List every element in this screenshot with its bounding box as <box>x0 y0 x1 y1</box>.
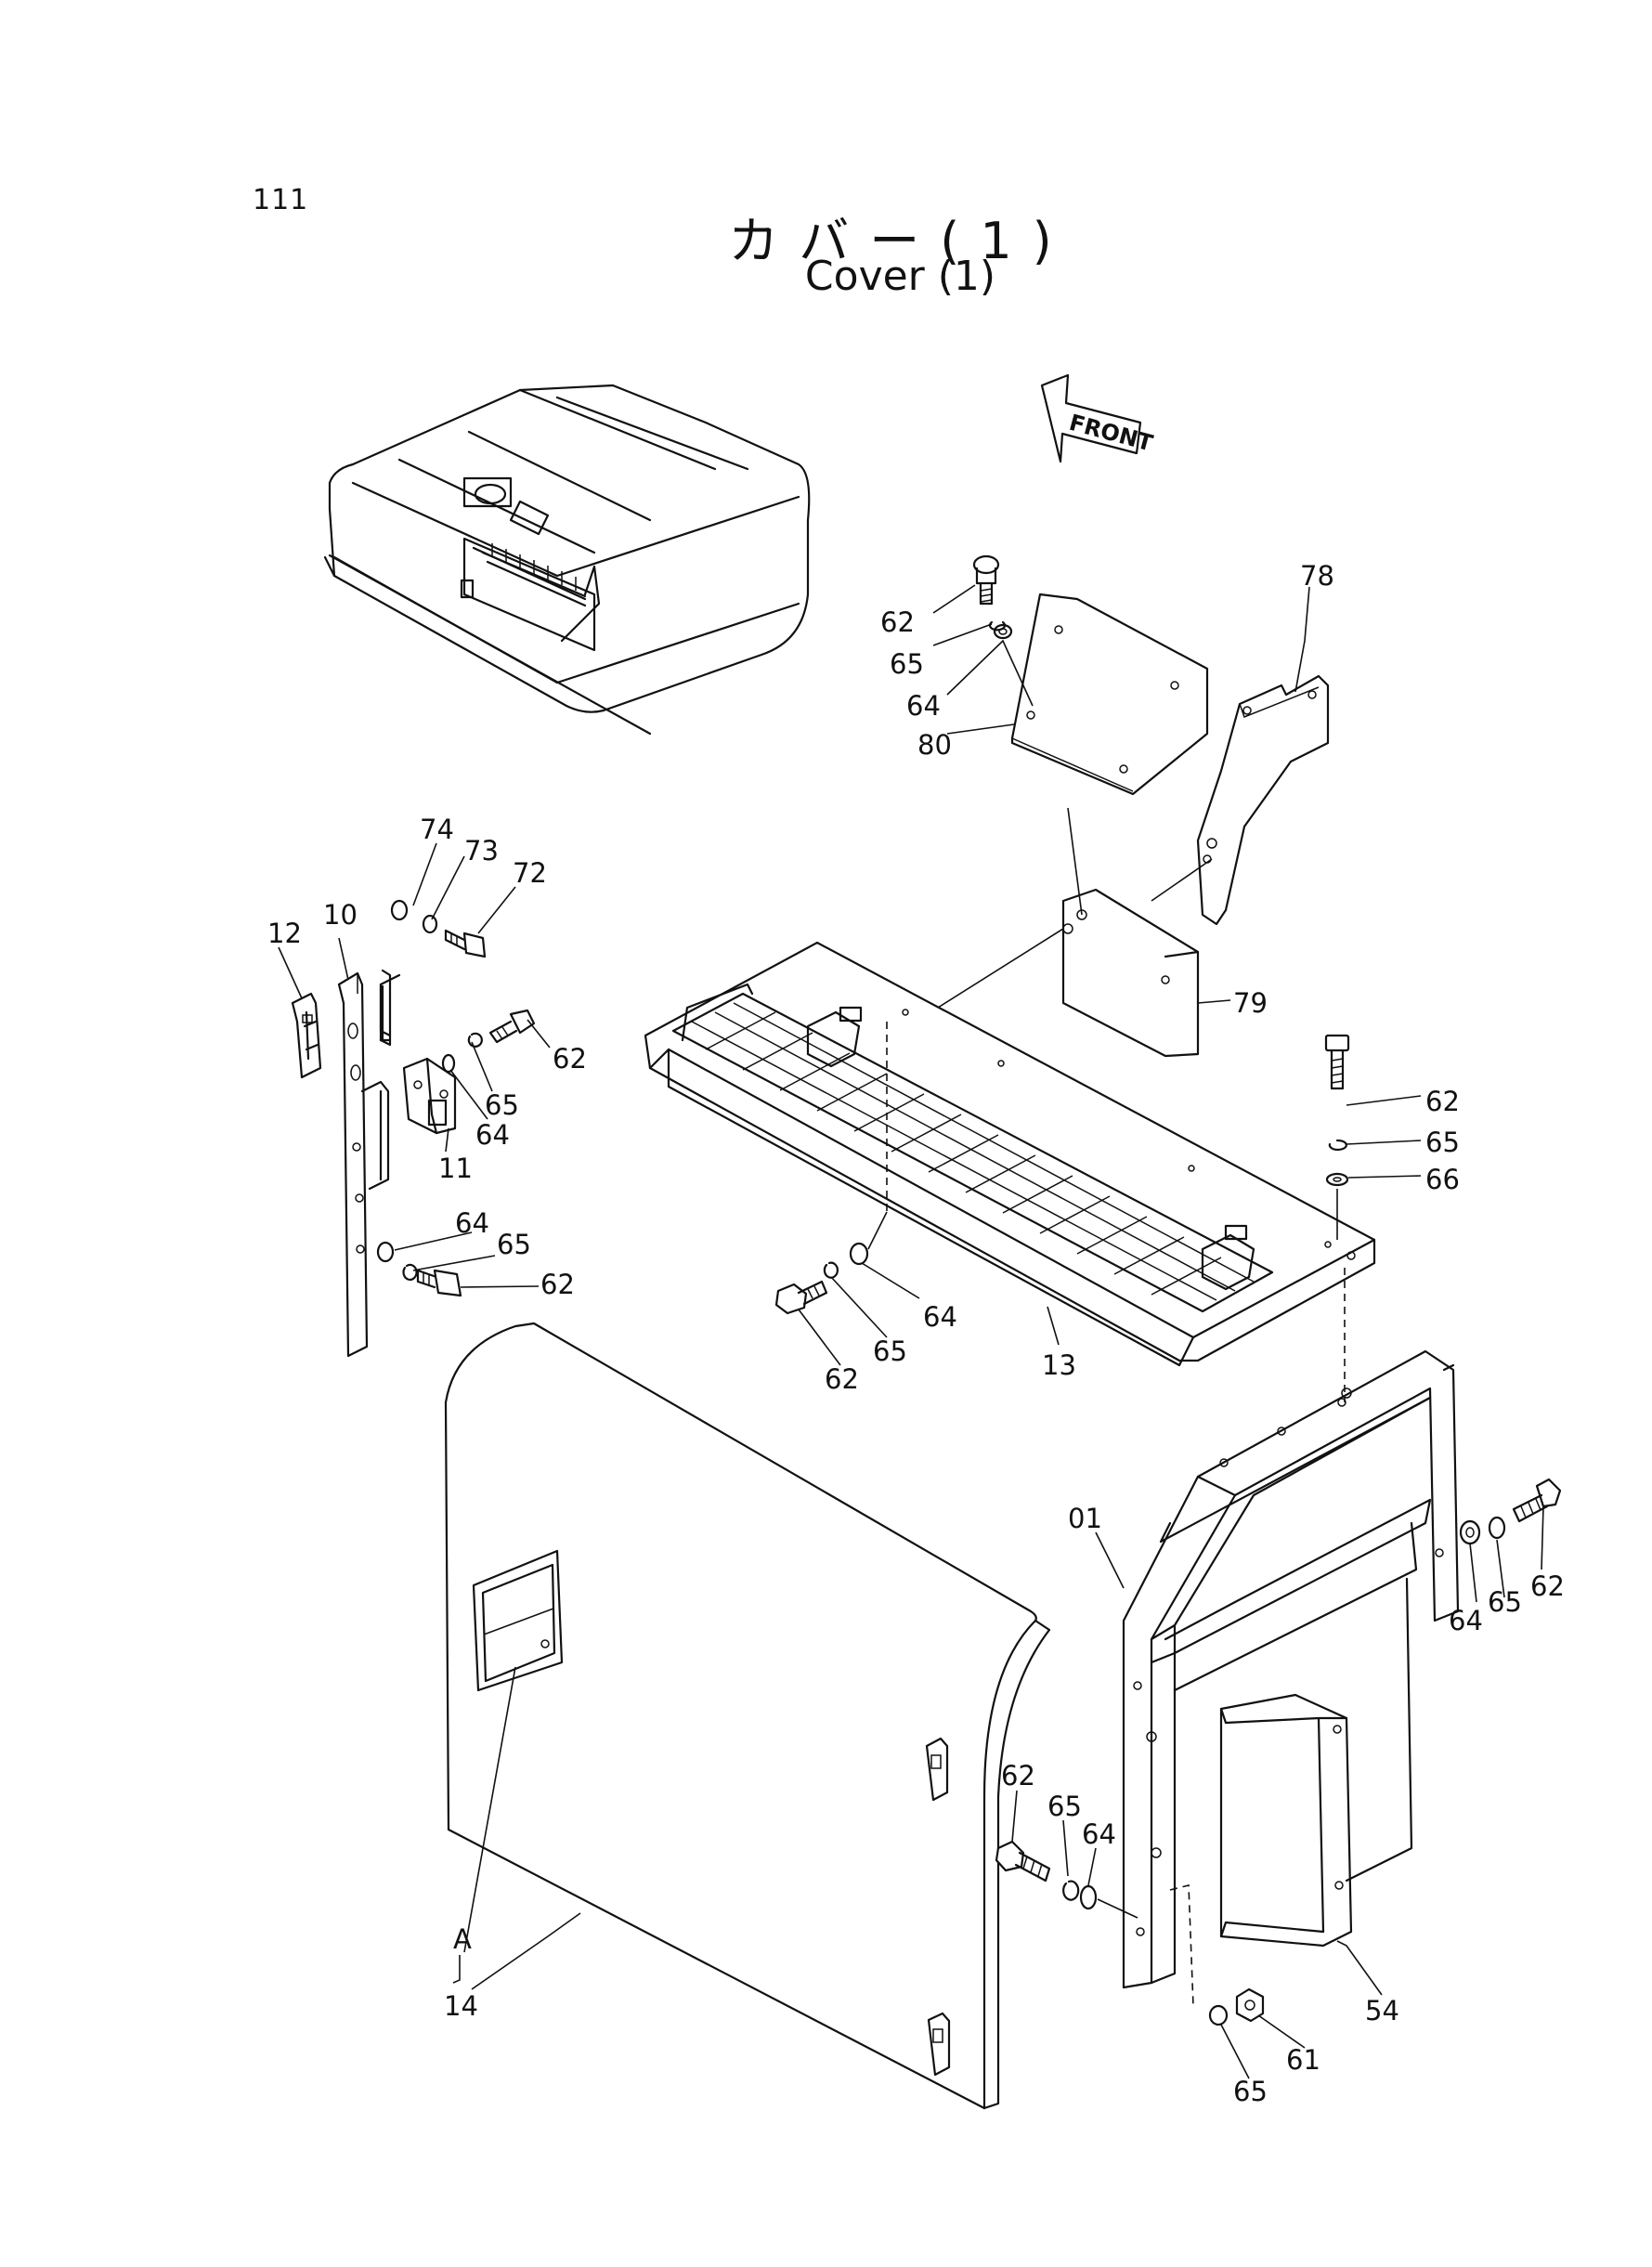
label-65: 65 <box>1233 2076 1268 2107</box>
washer-66 <box>1325 1172 1349 1187</box>
label-64: 64 <box>455 1207 489 1239</box>
label-A: A <box>453 1923 472 1955</box>
machine-overview <box>323 384 811 736</box>
washer-65-lower-left <box>402 1263 418 1281</box>
part-labels: 78 62 65 64 80 79 74 73 72 12 10 62 65 6… <box>267 560 1565 2107</box>
label-62: 62 <box>1425 1086 1460 1117</box>
label-62: 62 <box>825 1363 859 1395</box>
label-80: 80 <box>917 729 952 761</box>
bolt-62-far-right <box>1512 1478 1562 1523</box>
label-79: 79 <box>1233 987 1268 1019</box>
label-65: 65 <box>890 648 924 680</box>
part-80-plate <box>1010 593 1209 796</box>
label-10: 10 <box>323 899 358 931</box>
washer-64-far-right-hole <box>1465 1527 1475 1538</box>
bolt-62-left <box>488 1009 536 1044</box>
label-64: 64 <box>1082 1818 1116 1850</box>
washer-64-center <box>849 1242 869 1266</box>
label-65: 65 <box>1488 1586 1522 1618</box>
washer-64-lower-left <box>376 1241 395 1263</box>
washer-65-bottom <box>1208 2004 1229 2026</box>
label-62: 62 <box>1530 1570 1565 1602</box>
washer-65-far-right <box>1488 1516 1506 1540</box>
part-12-latch <box>291 992 322 1079</box>
label-54: 54 <box>1365 1995 1399 2026</box>
bracket-flange <box>379 983 392 1037</box>
label-73: 73 <box>464 835 499 866</box>
part-79-plate <box>937 807 1213 1058</box>
washer-64-left <box>441 1053 456 1074</box>
label-65: 65 <box>485 1089 519 1121</box>
washer-65-left <box>467 1032 483 1048</box>
label-65: 65 <box>873 1335 907 1367</box>
washer-73 <box>422 914 438 934</box>
washer-64-far-right <box>1459 1519 1481 1545</box>
label-62: 62 <box>540 1269 575 1300</box>
front-label: FRONT <box>1066 410 1155 457</box>
label-01: 01 <box>1068 1503 1102 1534</box>
label-11: 11 <box>438 1153 473 1184</box>
washer-64-top <box>993 623 1013 640</box>
label-13: 13 <box>1042 1349 1076 1381</box>
label-64: 64 <box>1449 1605 1483 1636</box>
part-11-latch <box>402 1057 457 1135</box>
washer-64-door <box>1079 1884 1098 1910</box>
front-arrow-icon: FRONT <box>1040 373 1156 463</box>
bolt-62-top <box>972 554 1000 606</box>
label-12: 12 <box>267 918 302 949</box>
label-64: 64 <box>923 1301 957 1333</box>
page-number: 111 <box>253 184 309 216</box>
label-78: 78 <box>1300 560 1334 592</box>
label-14: 14 <box>444 1990 478 2022</box>
label-62: 62 <box>553 1043 587 1075</box>
part-13-grating-cover <box>644 941 1376 1367</box>
bolt-62-door <box>995 1840 1051 1883</box>
part-01-frame <box>1122 1349 1460 2007</box>
part-54-cover <box>1219 1693 1353 1948</box>
washer-65-center <box>823 1261 839 1279</box>
washer-66-hole <box>1333 1177 1342 1182</box>
title-english: Cover (1) <box>804 253 996 300</box>
bolt-62-lower-left <box>416 1269 462 1297</box>
washer-65-door <box>1062 1880 1080 1901</box>
bracket-flange-3 <box>379 969 392 1047</box>
bolt-62-right <box>1324 1034 1350 1090</box>
part-78-bracket <box>1196 674 1330 926</box>
label-72: 72 <box>513 857 547 889</box>
label-65: 65 <box>497 1229 531 1260</box>
label-62: 62 <box>880 606 915 638</box>
label-64: 64 <box>906 690 941 722</box>
part-14-door-panel <box>444 1322 1051 2110</box>
title-japanese: カバー(1) <box>728 212 1073 270</box>
label-64: 64 <box>475 1119 510 1151</box>
label-74: 74 <box>420 814 454 845</box>
label-61: 61 <box>1286 2044 1320 2076</box>
label-65: 65 <box>1425 1127 1460 1158</box>
washer-74 <box>390 899 409 921</box>
label-62: 62 <box>1001 1760 1035 1791</box>
nut-61 <box>1235 1987 1265 2023</box>
washer-65-right <box>1328 1139 1347 1152</box>
bolt-62-center <box>774 1280 828 1315</box>
washer-64-top-hole <box>998 628 1008 635</box>
leader-lines <box>278 584 1544 2079</box>
label-65: 65 <box>1047 1791 1082 1822</box>
bolt-72 <box>444 929 487 958</box>
label-66: 66 <box>1425 1164 1460 1195</box>
